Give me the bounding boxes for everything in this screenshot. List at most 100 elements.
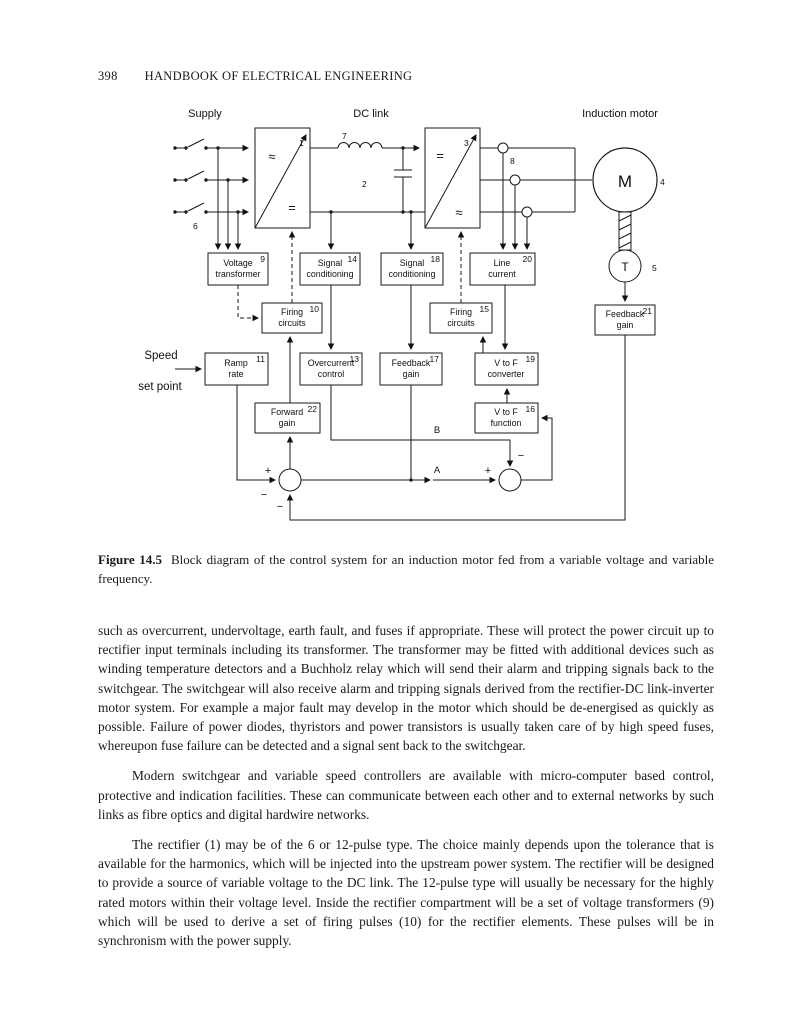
block-label: transformer <box>216 269 261 279</box>
firing-pulse-lines <box>237 231 465 322</box>
block-feedback-gain-21: Feedback gain 21 <box>594 304 656 336</box>
tacho-number: 5 <box>652 263 657 273</box>
block-line-current: Line current 20 <box>469 252 536 286</box>
motor-number: 4 <box>660 177 665 187</box>
figure-caption-label: Figure 14.5 <box>98 552 162 567</box>
block-label: conditioning <box>389 269 436 279</box>
book-title: HANDBOOK OF ELECTRICAL ENGINEERING <box>144 69 413 83</box>
block-voltage-transformer: Voltage transformer 9 <box>207 252 269 286</box>
block-number: 11 <box>256 354 265 364</box>
block-number: 20 <box>523 254 533 264</box>
block-firing-circuits-10: Firing circuits 10 <box>261 302 323 334</box>
block-signal-conditioning-18: Signal conditioning 18 <box>380 252 444 286</box>
block-label: current <box>488 269 516 279</box>
inverter-number: 3 <box>464 138 469 148</box>
block-label: circuits <box>278 318 306 328</box>
minus-sign: − <box>518 450 524 462</box>
junction-dots <box>173 146 413 482</box>
block-number: 17 <box>430 354 440 364</box>
summing-junctions: + − − + − B A <box>261 425 524 513</box>
block-v-to-f-converter: V to F converter 19 <box>474 352 539 386</box>
control-blocks: Voltage transformer 9 Signal conditionin… <box>204 252 656 434</box>
ac-symbol: ≈ <box>268 149 275 164</box>
body-paragraph-3: The rectifier (1) may be of the 6 or 12-… <box>98 837 714 949</box>
minus-sign: − <box>261 489 267 501</box>
body-paragraph-1: such as overcurrent, undervoltage, earth… <box>98 623 714 754</box>
block-number: 15 <box>480 304 490 314</box>
block-number: 13 <box>350 354 360 364</box>
inductor-number: 7 <box>342 131 347 141</box>
inverter-symbol: = ≈ 3 <box>424 127 481 229</box>
block-label: converter <box>488 369 525 379</box>
block-label: Feedback <box>392 358 431 368</box>
block-label: Forward <box>271 407 303 417</box>
block-signal-conditioning-14: Signal conditioning 14 <box>299 252 361 286</box>
plus-sign: + <box>485 465 491 477</box>
block-label: conditioning <box>307 269 354 279</box>
ac-symbol: ≈ <box>455 205 462 220</box>
page-number: 398 <box>98 69 118 83</box>
block-overcurrent-control: Overcurrent control 13 <box>299 352 363 386</box>
block-label: Feedback <box>606 309 645 319</box>
rectifier-symbol: ≈ = 1 <box>254 127 311 229</box>
page-header: 398 HANDBOOK OF ELECTRICAL ENGINEERING <box>98 69 412 84</box>
block-label: function <box>491 418 522 428</box>
connector-lines <box>173 138 629 521</box>
block-feedback-gain-17: Feedback gain 17 <box>379 352 443 386</box>
right-summing-junction <box>498 468 522 492</box>
block-number: 9 <box>260 254 265 264</box>
dc-symbol: = <box>288 200 296 215</box>
speed-label: Speed <box>144 350 177 362</box>
figure-14-5-diagram: ≈ = 1 = ≈ 3 M <box>138 108 665 521</box>
motor-letter: M <box>618 172 632 191</box>
block-label: Voltage <box>223 258 252 268</box>
block-forward-gain: Forward gain 22 <box>254 402 321 434</box>
block-number: 21 <box>643 306 653 316</box>
tacho-letter: T <box>621 260 629 274</box>
block-label: rate <box>228 369 243 379</box>
block-number: 22 <box>308 404 318 414</box>
capacitor-number: 2 <box>362 179 367 189</box>
ct-number: 8 <box>510 156 515 166</box>
rectifier-number: 1 <box>299 138 304 148</box>
block-firing-circuits-15: Firing circuits 15 <box>429 302 493 334</box>
body-text: such as overcurrent, undervoltage, earth… <box>98 621 714 961</box>
block-number: 19 <box>526 354 536 364</box>
block-label: Overcurrent <box>308 358 355 368</box>
block-label: Firing <box>450 307 472 317</box>
block-number: 18 <box>431 254 441 264</box>
diagram-labels: Supply DC link Induction motor Speed set… <box>138 108 665 393</box>
current-transformer-icons <box>497 142 533 218</box>
block-label: Ramp <box>224 358 248 368</box>
dc-link-label: DC link <box>353 108 389 120</box>
block-number: 10 <box>310 304 320 314</box>
block-label: Firing <box>281 307 303 317</box>
block-label: gain <box>617 320 634 330</box>
block-number: 14 <box>348 254 358 264</box>
block-label: control <box>318 369 344 379</box>
body-paragraph-2: Modern switchgear and variable speed con… <box>98 768 714 822</box>
supply-label: Supply <box>188 108 222 120</box>
block-label: gain <box>279 418 296 428</box>
block-label: gain <box>403 369 420 379</box>
point-a-label: A <box>434 465 441 476</box>
block-label: Signal <box>400 258 424 268</box>
motor-assembly: M T <box>592 147 658 283</box>
figure-caption-text: Block diagram of the control system for … <box>98 552 714 586</box>
block-label: circuits <box>447 318 475 328</box>
block-label: Line <box>494 258 511 268</box>
block-label: Signal <box>318 258 342 268</box>
minus-sign: − <box>277 501 283 513</box>
switch-number: 6 <box>193 221 198 231</box>
induction-motor-label: Induction motor <box>582 108 658 120</box>
block-ramp-rate: Ramp rate 11 <box>204 352 269 386</box>
dc-symbol: = <box>436 148 444 163</box>
plus-sign: + <box>265 465 271 477</box>
block-v-to-f-function: V to F function 16 <box>474 402 539 434</box>
shaft-hatching <box>618 214 632 249</box>
left-summing-junction <box>278 468 302 492</box>
block-label: V to F <box>494 358 518 368</box>
tacho-circle <box>608 249 642 283</box>
